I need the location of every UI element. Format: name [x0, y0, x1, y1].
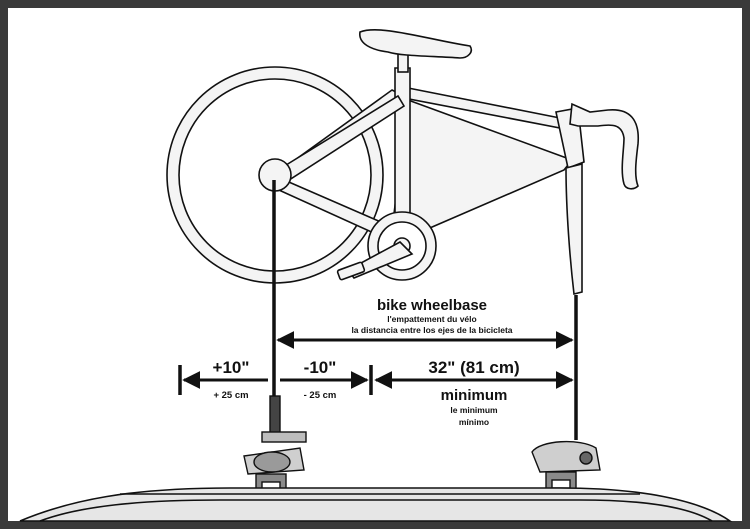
wheel-mount-latch [551, 479, 571, 489]
dimension-arrows [182, 331, 574, 389]
mount-lever [253, 451, 291, 473]
rear-fork [565, 162, 583, 295]
wheelbase-title: bike wheelbase [377, 297, 487, 314]
bicycle-illustration [166, 29, 639, 295]
minus-inches-label: -10" [304, 358, 337, 377]
reference-lines [178, 180, 578, 440]
handlebar [569, 102, 639, 190]
roof-edge [39, 499, 713, 522]
pedal [336, 261, 366, 281]
skewer-clamp [261, 431, 307, 443]
skewer-rod [269, 395, 281, 437]
roof-crossbar [19, 487, 733, 522]
seat-tube [394, 67, 411, 237]
wheelbase-spanish: la distancia entre los ejes de la bicicl… [351, 325, 512, 335]
minus-cm-label: - 25 cm [304, 390, 337, 401]
plus-inches-label: +10" [213, 358, 250, 377]
plus-cm-label: + 25 cm [213, 390, 248, 401]
wheel-knob [579, 451, 593, 465]
wheel-tray [531, 440, 601, 473]
wheelbase-french: l'empattement du vélo [387, 314, 476, 324]
saddle [359, 29, 473, 59]
minimum-english: minimum [441, 387, 508, 404]
minimum-spanish: mínimo [459, 417, 489, 427]
minimum-distance-label: 32" (81 cm) [428, 358, 519, 377]
car-roof [19, 487, 733, 522]
minimum-french: le minimum [450, 405, 498, 415]
